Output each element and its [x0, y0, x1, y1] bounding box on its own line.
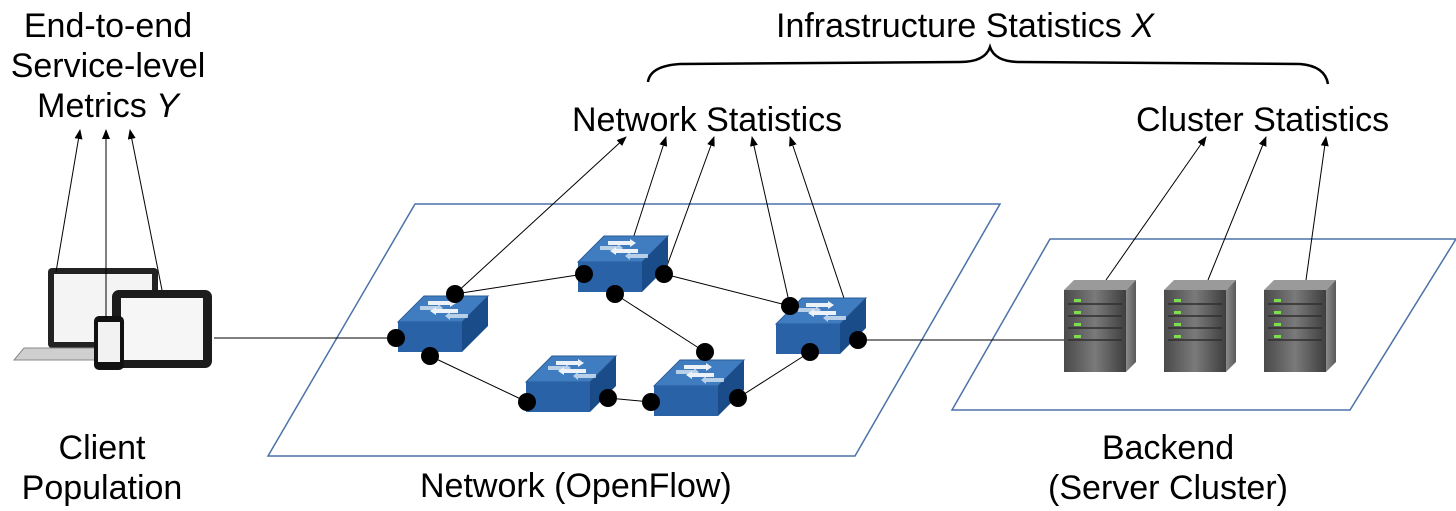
network-caption: Network (OpenFlow)	[420, 467, 732, 505]
client-population-label: Client Population	[0, 428, 204, 508]
phone-icon	[94, 316, 124, 370]
server-icon	[1063, 279, 1137, 373]
cluster-statistics-label: Cluster Statistics	[1136, 101, 1390, 139]
network-plane	[266, 203, 1002, 457]
metrics-variable: Y	[156, 87, 179, 125]
infrastructure-brace	[646, 43, 1330, 85]
infrastructure-label-prefix: Infrastructure Statistics	[776, 7, 1132, 45]
network-statistics-label: Network Statistics	[572, 101, 843, 139]
metrics-label-line1: End-to-end	[23, 7, 193, 45]
metrics-label-line2: Service-level	[10, 47, 206, 85]
metrics-label-line3: Metrics Y	[0, 86, 216, 126]
metrics-label: End-to-end Service-level Metrics Y	[0, 6, 216, 126]
server-icon	[1163, 279, 1237, 373]
links	[214, 273, 1064, 403]
network-switch-icon	[577, 235, 669, 293]
infrastructure-variable: X	[1131, 7, 1154, 45]
switch-ports	[387, 265, 867, 411]
infrastructure-statistics-label: Infrastructure Statistics X	[776, 6, 1154, 46]
client-devices	[12, 268, 212, 370]
server-icon	[1263, 279, 1337, 373]
metrics-label-prefix: Metrics	[37, 87, 157, 125]
tablet-icon	[112, 290, 212, 368]
client-label-line1: Client	[58, 429, 146, 467]
backend-label: Backend (Server Cluster)	[1030, 428, 1306, 508]
network-switch-icon	[397, 295, 489, 353]
backend-label-line1: Backend	[1101, 429, 1235, 467]
network-switch-icon	[653, 359, 745, 417]
backend-label-line2: (Server Cluster)	[1048, 469, 1288, 507]
client-label-line2: Population	[21, 469, 183, 507]
backend-plane	[950, 238, 1456, 411]
